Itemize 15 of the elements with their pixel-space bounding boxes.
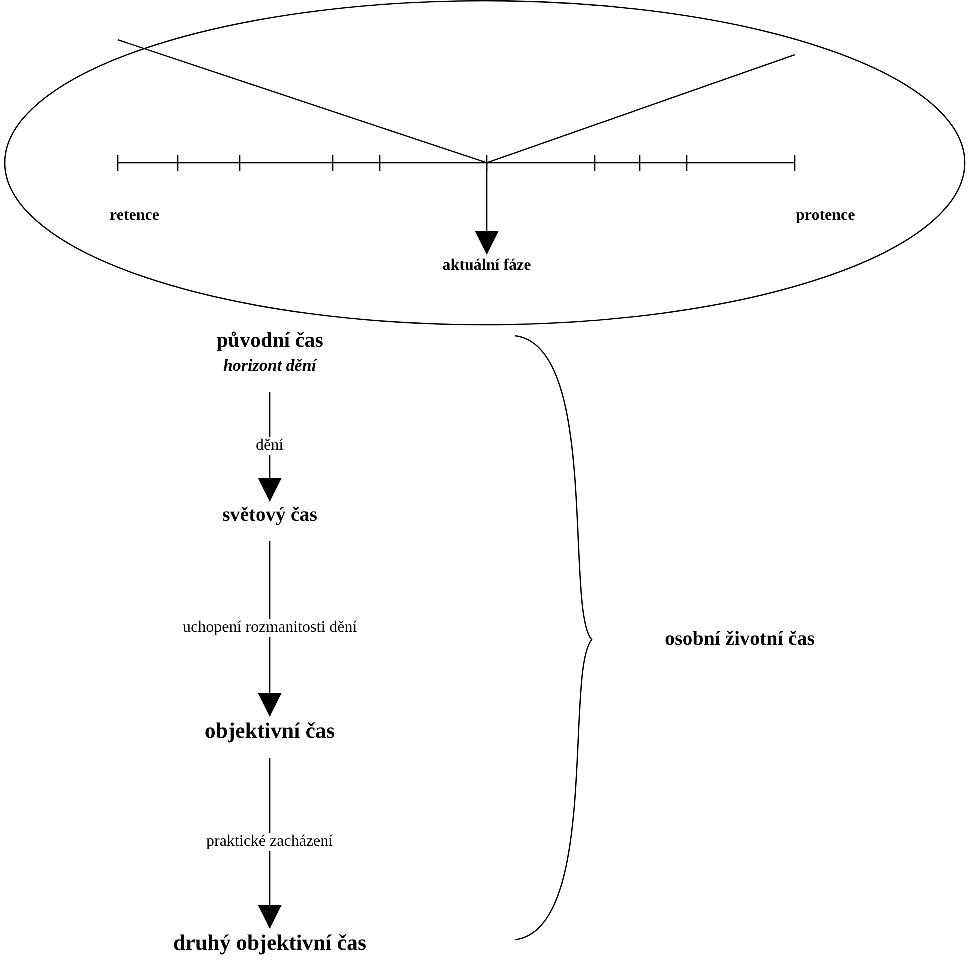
- node-label: druhý objektivní čas: [172, 930, 368, 956]
- node-label: objektivní čas: [204, 718, 336, 744]
- edge-label: uchopení rozmanitosti dění: [181, 618, 360, 636]
- node-subtitle: horizont dění: [222, 355, 318, 376]
- node-label: osobní životní čas: [664, 627, 816, 651]
- edge-label: dění: [254, 436, 286, 454]
- arrow: [258, 758, 282, 929]
- node-label: světový čas: [222, 503, 318, 527]
- edge-label: praktické zacházení: [204, 833, 336, 851]
- arrow: [258, 392, 282, 502]
- part-label: retence: [110, 206, 160, 226]
- arrow: [258, 541, 282, 717]
- node-label: původní čas: [216, 328, 324, 353]
- part-label: protence: [796, 206, 856, 226]
- node-label: aktuální fáze: [442, 256, 532, 276]
